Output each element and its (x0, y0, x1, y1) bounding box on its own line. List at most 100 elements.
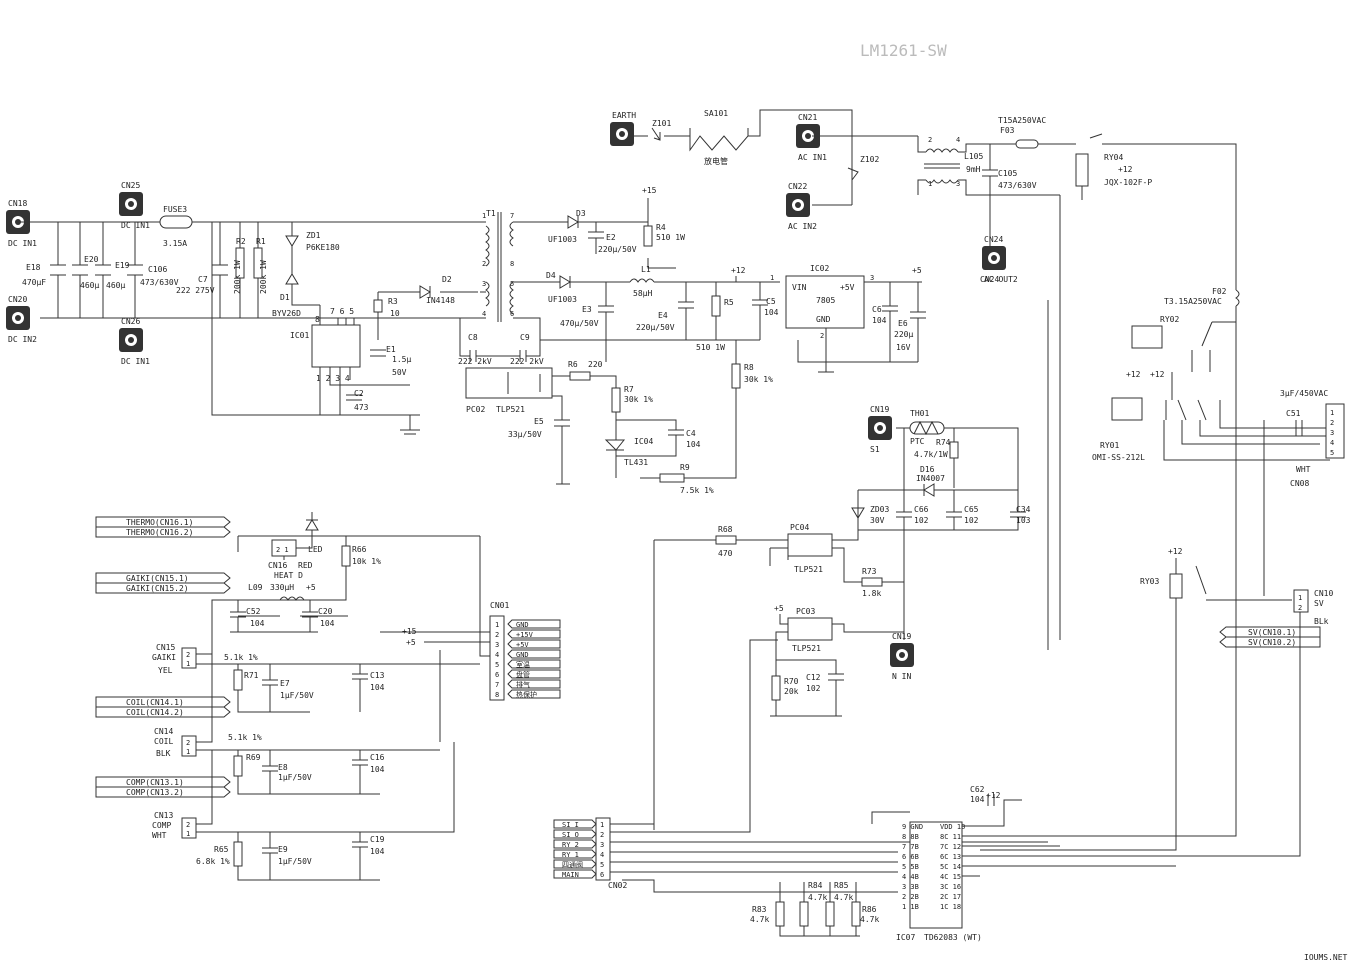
ic07-pin-right: 4C 15 (940, 873, 961, 881)
net-tag: SV(CN10.1) (1219, 626, 1321, 638)
r66-value: 10k 1% (352, 557, 381, 566)
net-tag: COIL(CN14.2) (95, 706, 231, 718)
ic07-pin-left: 8 8B (902, 833, 919, 841)
r3-label: R3 (388, 297, 398, 306)
e4-label: E4 (658, 311, 668, 320)
cn02-pin-label: SI O (562, 831, 579, 839)
r6-label: R6 (568, 360, 578, 369)
ic02-vout: +5V (840, 283, 855, 292)
net-tag: COMP(CN13.1) (95, 776, 231, 788)
cn14-coil: COIL (154, 737, 173, 746)
cn02-pin-label: SI I (562, 821, 579, 829)
e4-value: 220μ/50V (636, 323, 675, 332)
p12-ic07: +12 (986, 791, 1001, 800)
svg-text:2: 2 (482, 260, 486, 268)
r2-value: 200k 1W (233, 260, 242, 294)
net-tag-label: COMP(CN13.2) (126, 788, 184, 797)
f02-value: T3.15A250VAC (1164, 297, 1222, 306)
z101-label: Z101 (652, 119, 671, 128)
r71-label: R71 (244, 671, 259, 680)
d1-label: D1 (280, 293, 290, 302)
terminal-id: CN19 (870, 405, 889, 414)
e7-value: 1μF/50V (280, 691, 314, 700)
c13-label: C13 (370, 671, 385, 680)
cn13-block (181, 817, 197, 839)
c6-value: 104 (872, 316, 887, 325)
z102-label: Z102 (860, 155, 879, 164)
p5-pc03: +5 (774, 604, 784, 613)
fuse3-label: FUSE3 (163, 205, 187, 214)
r1-label: R1 (256, 237, 266, 246)
p15b-label: +15 (402, 627, 417, 636)
ic07-pin-left: 6 6B (902, 853, 919, 861)
e1-value1: 1.5μ (392, 355, 411, 364)
c65-label: C65 (964, 505, 979, 514)
svg-text:3: 3 (482, 280, 486, 288)
c106-value: 473/630V (140, 278, 179, 287)
svg-text:1: 1 (186, 660, 190, 668)
terminal-id: CN20 (8, 295, 27, 304)
r5-value: 510 1W (696, 343, 725, 352)
r68-label: R68 (718, 525, 733, 534)
f02-label: F02 (1212, 287, 1227, 296)
l105-value: 9mH (966, 165, 981, 174)
cn10-label: CN10 (1314, 589, 1333, 598)
cn13-wht: WHT (152, 831, 167, 840)
ry01-coil (1111, 397, 1143, 421)
cn01-pin: 排气 (507, 679, 561, 689)
svg-text:1: 1 (770, 274, 774, 282)
cn02-pin-label: 四通阀 (562, 860, 583, 869)
d2-value: IN4148 (426, 296, 455, 305)
svg-text:2: 2 (928, 136, 932, 144)
r86-value: 4.7k (860, 915, 879, 924)
cn15-gaiki: GAIKI (152, 653, 176, 662)
ic07-pin-left: 9 GND (902, 823, 923, 831)
pc03-part: TLP521 (792, 644, 821, 653)
cn02-pin-label: RY 2 (562, 841, 579, 849)
svg-text:3: 3 (870, 274, 874, 282)
e18-label: E18 (26, 263, 41, 272)
ic07-pin-left: 7 7B (902, 843, 919, 851)
r83-label: R83 (752, 905, 767, 914)
c52-label: C52 (246, 607, 261, 616)
terminal-label: S1 (870, 445, 880, 454)
led-label: LED (308, 545, 323, 554)
net-tag: COIL(CN14.1) (95, 696, 231, 708)
e3-label: E3 (582, 305, 592, 314)
terminal-label: DC IN2 (8, 335, 37, 344)
pc02-label: PC02 (466, 405, 485, 414)
ry02-coil (1131, 325, 1163, 349)
p5-l09: +5 (306, 583, 316, 592)
terminal-label: AC IN2 (788, 222, 817, 231)
r1-value: 200k 1W (259, 260, 268, 294)
pc04-body (787, 533, 833, 557)
svg-text:3: 3 (495, 641, 499, 649)
c5-value: 104 (764, 308, 779, 317)
svg-text:5: 5 (1330, 449, 1334, 457)
p12-ry03: +12 (1168, 547, 1183, 556)
svg-text:8: 8 (315, 315, 320, 324)
ry01-part: OMI-SS-212L (1092, 453, 1145, 462)
svg-text:8: 8 (510, 260, 514, 268)
svg-text:4: 4 (495, 651, 499, 659)
svg-text:2: 2 (186, 821, 190, 829)
c65-value: 102 (964, 516, 979, 525)
c12-label: C12 (806, 673, 821, 682)
c2-label: C2 (354, 389, 364, 398)
d4-label: D4 (546, 271, 556, 280)
terminal-id: CN19 (892, 632, 911, 641)
e6-value2: 16V (896, 343, 911, 352)
c62-label: C62 (970, 785, 985, 794)
r70-label: R70 (784, 677, 799, 686)
footer-site: IOUMS.NET (1304, 953, 1348, 962)
r6-value: 220 (588, 360, 603, 369)
terminal-id: EARTH (612, 111, 636, 120)
terminal-cn20: CN20 DC IN2 (6, 295, 37, 344)
c34-label: C34 (1016, 505, 1031, 514)
e7-label: E7 (280, 679, 290, 688)
e5-label: E5 (534, 417, 544, 426)
e5-value: 33μ/50V (508, 430, 542, 439)
r7-label: R7 (624, 385, 634, 394)
